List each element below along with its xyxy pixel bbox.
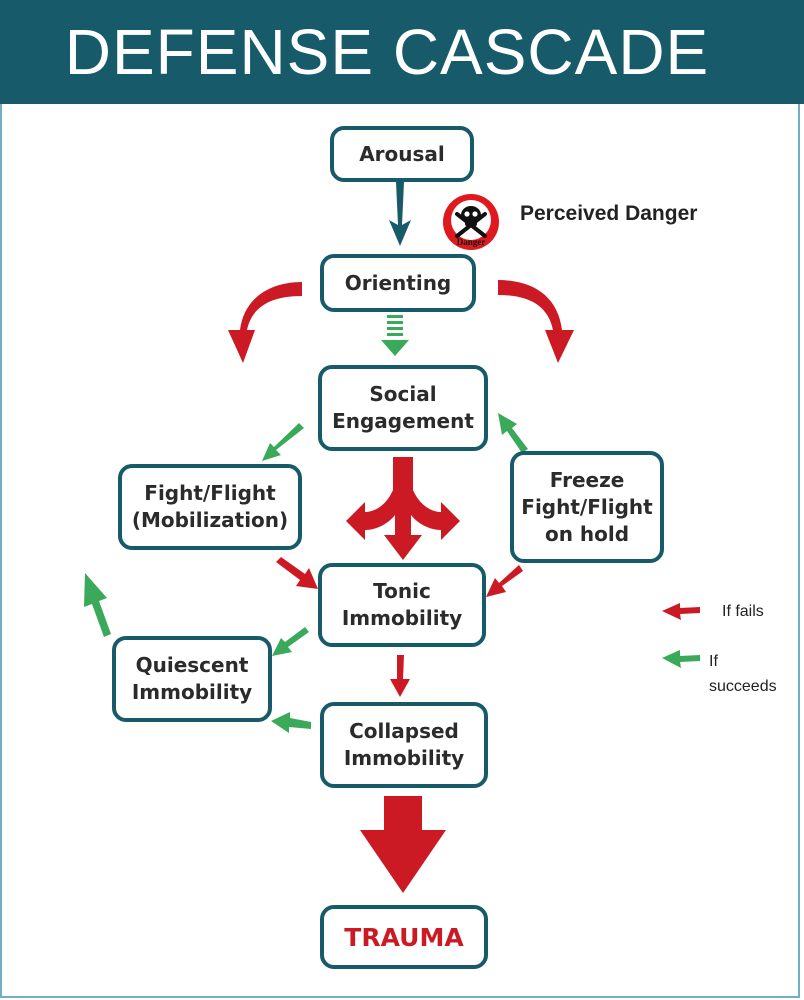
diagram-frame (0, 104, 800, 998)
legend-success-arrow (662, 650, 700, 668)
legend-succeeds-label: If succeeds (709, 653, 777, 695)
arrow-tonic-to-collapsed (390, 655, 410, 697)
arrow-fightflight-to-tonic (276, 557, 318, 589)
legend-fails-label: If fails (722, 603, 764, 620)
arrow-collapsed-to-quiescent (271, 712, 311, 733)
arrow-freeze-to-tonic (486, 565, 523, 597)
node-tonic-immobility: Tonic Immobility (318, 563, 486, 647)
node-freeze: Freeze Fight/Flight on hold (510, 451, 664, 563)
node-trauma: TRAUMA (320, 905, 488, 969)
arrow-social-to-fightflight (262, 423, 304, 461)
arrow-tonic-to-quiescent (272, 627, 309, 656)
arrow-orienting-curve-left (228, 282, 302, 363)
arrow-quiescent-up (84, 573, 111, 637)
arrow-freeze-to-social (498, 413, 528, 453)
node-fight-flight: Fight/Flight (Mobilization) (118, 464, 302, 550)
perceived-danger-label: Perceived Danger (520, 202, 698, 225)
node-orienting: Orienting (320, 254, 476, 312)
node-collapsed-immobility: Collapsed Immobility (320, 702, 488, 788)
arrow-arousal-to-orienting (389, 182, 411, 246)
node-social-engagement: Social Engagement (318, 365, 488, 451)
arrow-social-trident (346, 457, 460, 560)
legend-fail-arrow (662, 603, 700, 620)
arrow-orienting-curve-right (498, 280, 574, 363)
arrow-orienting-to-social (381, 315, 409, 356)
page-title: DEFENSE CASCADE (64, 16, 710, 88)
header-banner: DEFENSE CASCADE (0, 0, 804, 104)
node-quiescent-immobility: Quiescent Immobility (112, 636, 272, 722)
node-arousal: Arousal (330, 126, 474, 182)
skull-crossbones-danger-icon: Danger (443, 194, 499, 250)
danger-icon-text: Danger (457, 237, 486, 247)
arrow-collapsed-to-trauma (360, 796, 446, 893)
